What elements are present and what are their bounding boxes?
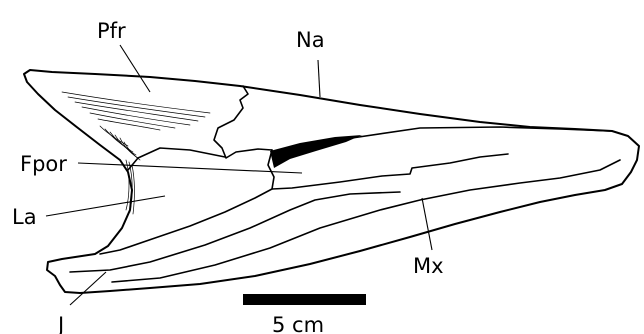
na-leader bbox=[318, 60, 320, 97]
label-la: La bbox=[12, 205, 37, 229]
label-na: Na bbox=[296, 28, 325, 52]
label-j: J bbox=[56, 313, 64, 334]
scale-bar bbox=[243, 294, 366, 305]
scale-bar-label: 5 cm bbox=[272, 313, 324, 334]
label-fpor: Fpor bbox=[20, 152, 67, 176]
label-pfr: Pfr bbox=[97, 19, 126, 43]
label-mx: Mx bbox=[413, 254, 444, 278]
skull-outline bbox=[24, 70, 639, 293]
